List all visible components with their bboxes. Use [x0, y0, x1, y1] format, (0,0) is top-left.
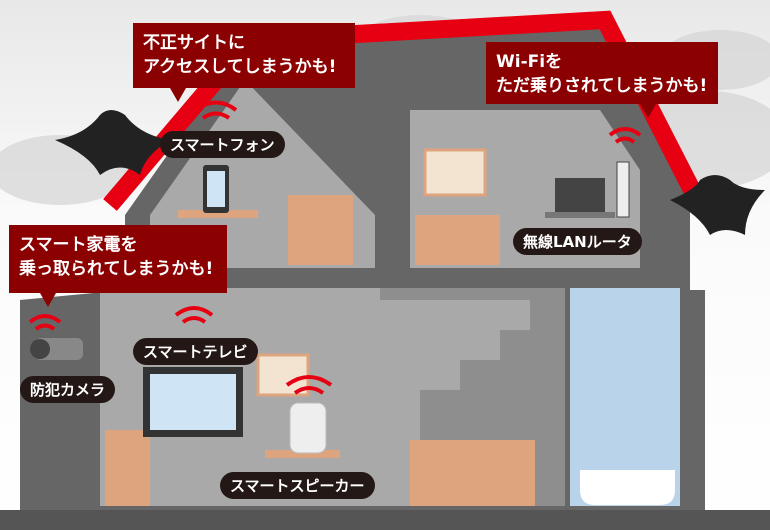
appliance-callout: スマート家電を 乗っ取られてしまうかも! — [9, 225, 227, 293]
callout-line: スマート家電を — [19, 235, 138, 255]
bathtub — [580, 470, 675, 505]
bathroom — [570, 288, 680, 506]
phishing-callout: 不正サイトに アクセスしてしまうかも! — [133, 23, 355, 88]
callout-line: 不正サイトに — [143, 33, 245, 53]
callout-line: Wi-Fiを — [496, 52, 563, 72]
ground — [0, 510, 770, 530]
callout-line: アクセスしてしまうかも! — [143, 57, 337, 77]
bat-left — [55, 110, 170, 175]
speaker-device — [289, 402, 327, 454]
camera-label: 防犯カメラ — [20, 376, 116, 403]
wifi-icons — [28, 100, 642, 395]
callout-line: ただ乗りされてしまうかも! — [496, 76, 708, 96]
wifi-callout: Wi-Fiを ただ乗りされてしまうかも! — [486, 42, 718, 104]
bat-right — [670, 175, 765, 235]
laptop-device — [555, 178, 605, 212]
tv-label: スマートテレビ — [133, 338, 258, 365]
furniture — [105, 148, 535, 506]
callout-line: 乗っ取られてしまうかも! — [19, 259, 214, 279]
router-device — [616, 161, 630, 218]
smartphone-label: スマートフォン — [160, 131, 285, 158]
camera-device — [30, 338, 83, 360]
router-label: 無線LANルータ — [513, 228, 642, 255]
speaker-label: スマートスピーカー — [220, 472, 375, 499]
